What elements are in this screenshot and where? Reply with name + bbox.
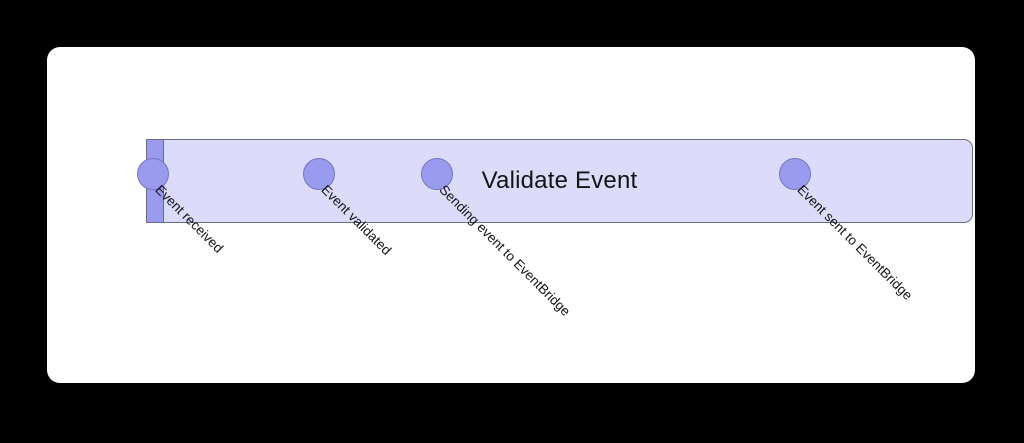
event-dot-icon[interactable] (421, 158, 453, 190)
trace-segment-title: Validate Event (481, 167, 638, 194)
trace-segment-track[interactable] (146, 139, 973, 223)
trace-segment[interactable]: Validate Event (146, 139, 973, 223)
event-dot-icon[interactable] (779, 158, 811, 190)
event-dot-icon[interactable] (137, 158, 169, 190)
event-dot-icon[interactable] (303, 158, 335, 190)
